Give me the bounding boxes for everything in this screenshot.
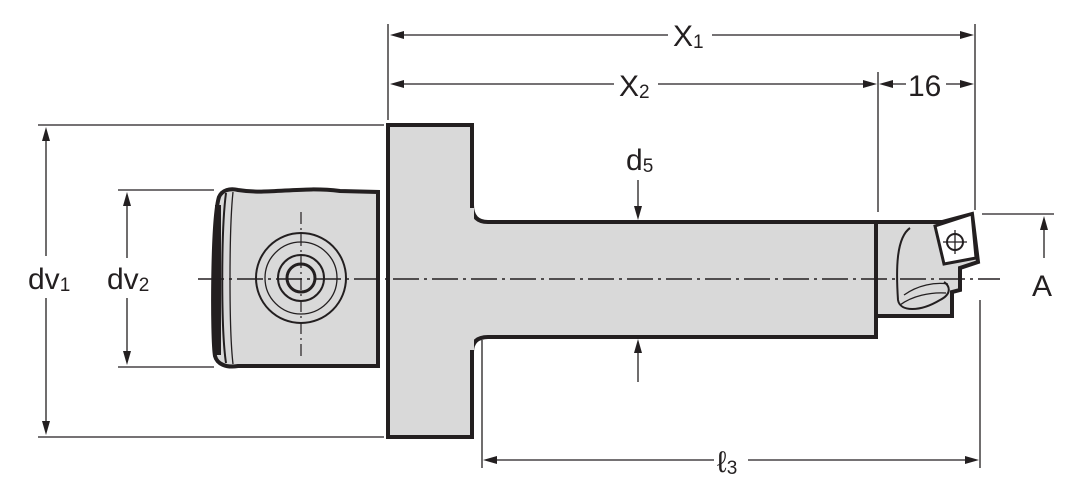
l3-label: ℓ3	[717, 446, 737, 479]
dv2-label: dv2	[107, 263, 149, 296]
dimension-l3: ℓ3	[483, 446, 979, 479]
chip-pocket-curl	[899, 292, 947, 306]
dimension-dv1: dv1	[28, 127, 70, 435]
x1-label: X1	[673, 20, 704, 53]
extension-lines	[38, 24, 1054, 468]
chip-pocket-inner	[903, 282, 949, 296]
dimension-d5: d5	[626, 144, 653, 382]
dimension-16: 16	[879, 70, 974, 103]
dimension-a: A	[1032, 216, 1052, 303]
dv1-label: dv1	[28, 263, 70, 296]
length-16-label: 16	[908, 70, 941, 103]
flange	[386, 123, 474, 439]
x2-label: X2	[619, 70, 650, 103]
concentric-circles-icon	[255, 212, 347, 356]
dimension-x2: X2	[390, 70, 877, 103]
dimension-x1: X1	[390, 20, 974, 53]
shank-section	[211, 187, 380, 369]
shank-end-face	[215, 205, 221, 355]
tool-body	[211, 123, 981, 439]
chip-pocket	[896, 227, 950, 310]
crosshair-circle-icon	[943, 230, 967, 254]
d5-label: d5	[626, 144, 653, 177]
a-label: A	[1032, 270, 1052, 303]
dimension-dv2: dv2	[107, 192, 149, 365]
